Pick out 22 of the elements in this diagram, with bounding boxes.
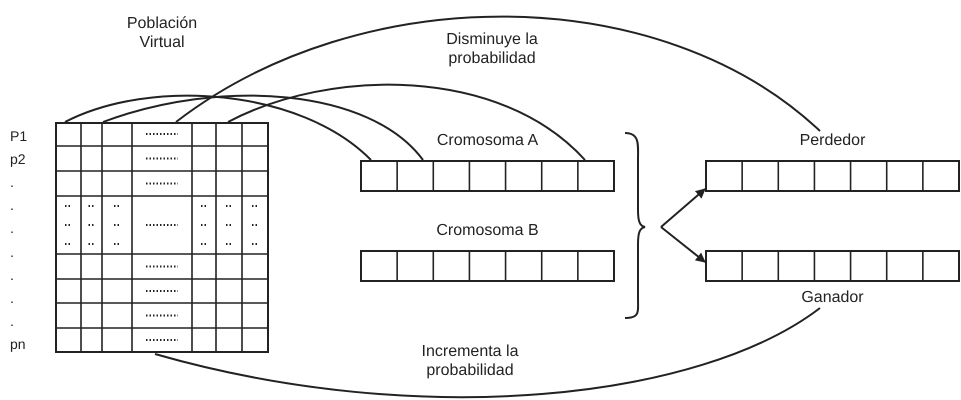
arrow (660, 188, 706, 228)
heading-text: Perdedor (800, 131, 866, 150)
row-label: . (10, 220, 14, 236)
heading-text: Cromosoma B (436, 221, 539, 240)
row-label: . (10, 266, 14, 283)
row-label: . (10, 312, 14, 329)
row-label: . (10, 197, 14, 214)
row-label: . (10, 174, 14, 190)
connector-line (64, 94, 372, 161)
connector-line (228, 84, 586, 161)
row-label: . (10, 290, 14, 306)
connector-line (102, 94, 424, 161)
heading-text: Cromosoma A (436, 131, 538, 150)
row-label: pn (10, 336, 26, 352)
row-label: . (10, 244, 14, 260)
connector-line (154, 307, 821, 398)
row-label: p2 (10, 151, 26, 168)
connector-line (175, 16, 821, 132)
heading-text: Población Virtual (126, 14, 198, 52)
heading-text: Ganador (801, 288, 864, 307)
row-label: P1 (10, 128, 28, 144)
arrow (660, 226, 706, 263)
